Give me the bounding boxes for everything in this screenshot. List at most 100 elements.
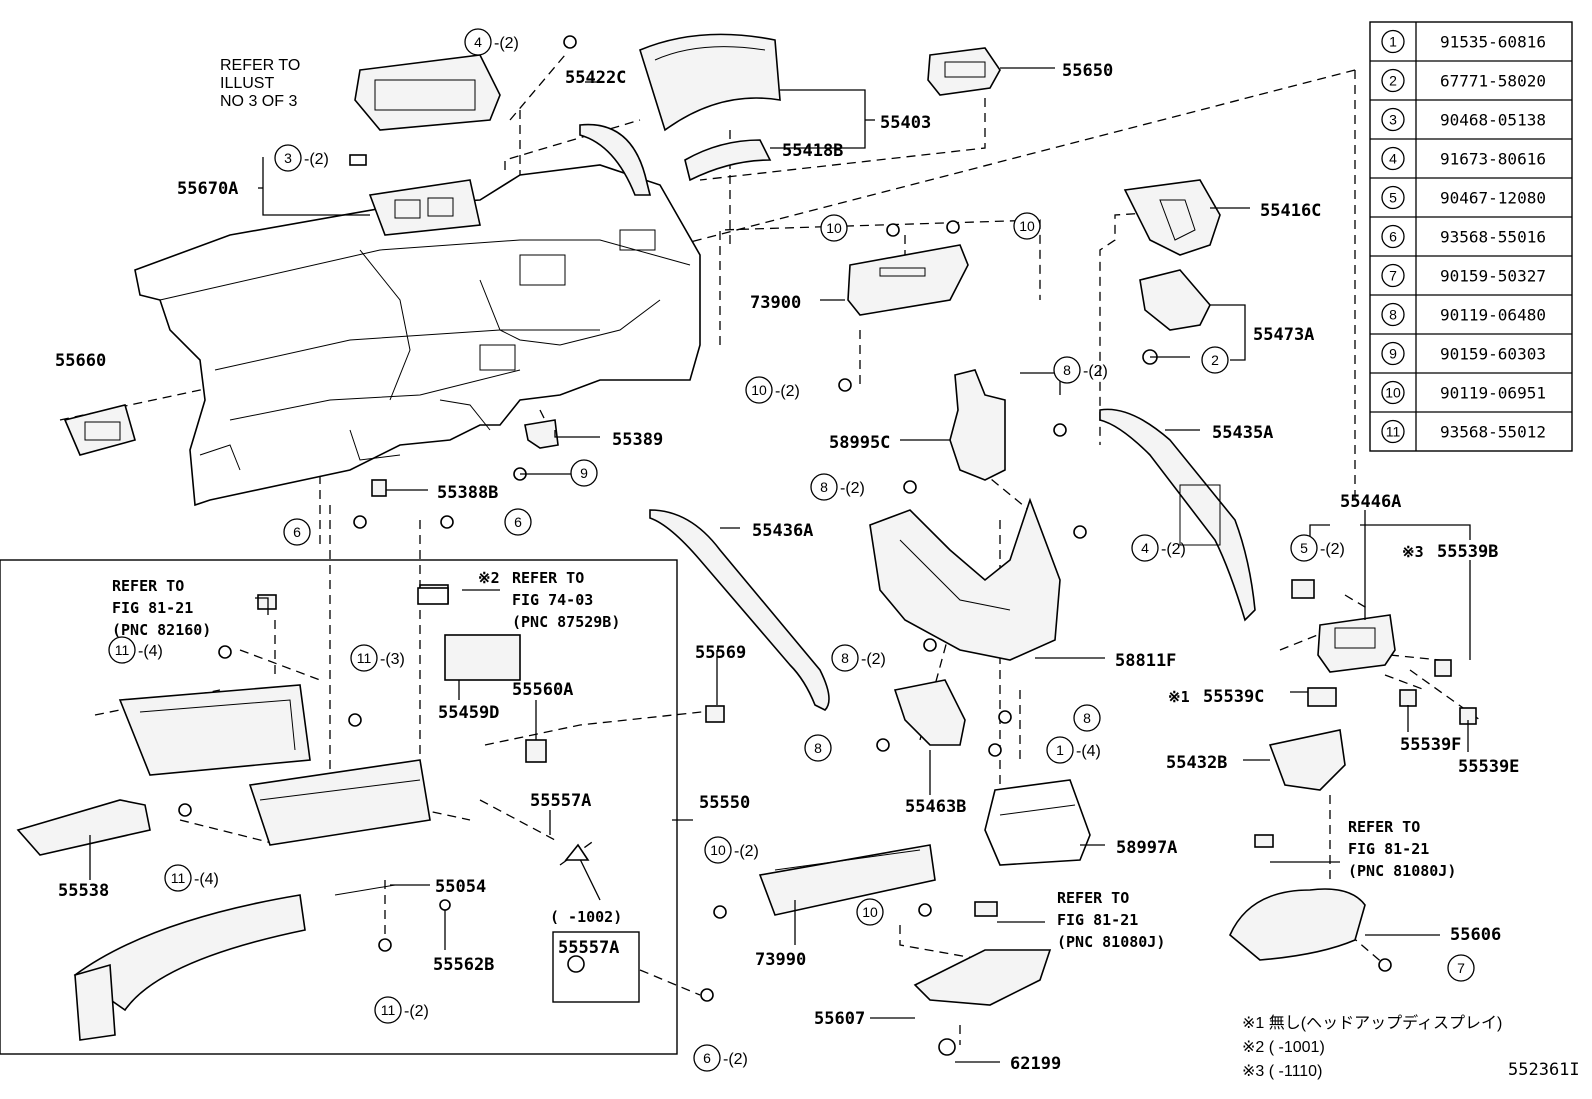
table-ref-number: 8 (1389, 307, 1397, 323)
callout-number: 8 (1063, 362, 1071, 378)
callout-number: 10 (1019, 218, 1035, 234)
note-fig8121b-line3: (PNC 81080J) (1057, 933, 1165, 951)
callout-number: 10 (751, 382, 767, 398)
label-55539B: 55539B (1437, 542, 1498, 562)
note-fig8121c-line2: FIG 81-21 (1348, 840, 1429, 858)
label-55422C: 55422C (565, 68, 626, 88)
label-55539C: 55539C (1203, 687, 1264, 707)
callout-number: 2 (1211, 352, 1219, 368)
table-part-number: 93568-55016 (1440, 228, 1546, 247)
note-fig8121c-line1: REFER TO (1348, 818, 1420, 836)
label-55606: 55606 (1450, 925, 1501, 945)
callout-quantity: -(3) (380, 651, 405, 668)
callout-number: 8 (1083, 710, 1091, 726)
label-58997A: 58997A (1116, 838, 1177, 858)
callout-circle (108, 636, 136, 664)
callout-circle (693, 1044, 721, 1072)
callout-circle (704, 836, 732, 864)
note-illust-line2: ILLUST (220, 75, 274, 92)
callout-number: 11 (171, 870, 186, 886)
callout-number: 1 (1056, 742, 1064, 758)
note-fig8121b-line1: REFER TO (1057, 889, 1129, 907)
callout-quantity: -(2) (723, 1051, 748, 1068)
label-73900: 73900 (750, 293, 801, 313)
label-55054: 55054 (435, 877, 486, 897)
footnotes: ※1 無し(ヘッドアップディスプレイ) ※2 ( -1001) ※3 ( -11… (1242, 1013, 1502, 1080)
note-fig8121c-line3: (PNC 81080J) (1348, 862, 1456, 880)
callout-quantity: -(2) (840, 480, 865, 497)
callout-circle (570, 459, 598, 487)
diagram-id: 552361I (1508, 1060, 1580, 1080)
label-55550: 55550 (699, 793, 750, 813)
callout-quantity: -(2) (1320, 541, 1345, 558)
table-part-number: 90119-06480 (1440, 306, 1546, 325)
callout-circle (374, 996, 402, 1024)
label-55670A: 55670A (177, 179, 238, 199)
callout-quantity: -(2) (775, 383, 800, 400)
label-55459D: 55459D (438, 703, 499, 723)
callout-number: 8 (820, 479, 828, 495)
table-ref-circle (1381, 107, 1405, 132)
label-55650: 55650 (1062, 61, 1113, 81)
label-55403: 55403 (880, 113, 931, 133)
table-ref-number: 6 (1389, 229, 1397, 245)
callout-circle (1053, 356, 1081, 384)
callout-circle (504, 508, 532, 536)
note-fig7403-mark: ※2 (478, 569, 500, 587)
label-55557A-boxed: 55557A (558, 938, 619, 958)
fasteners (178, 35, 1392, 1002)
label-55416C: 55416C (1260, 201, 1321, 221)
note-illust-line1: REFER TO (220, 57, 300, 74)
callout-circle (1201, 346, 1229, 374)
callout-number: 5 (1300, 540, 1308, 556)
label-55436A: 55436A (752, 521, 813, 541)
note-fig8121a-line3: (PNC 82160) (112, 621, 211, 639)
callout-quantity: -(2) (404, 1003, 429, 1020)
label-55539E: 55539E (1458, 757, 1519, 777)
label-55446A: 55446A (1340, 492, 1401, 512)
note-fig8121a-line1: REFER TO (112, 577, 184, 595)
label-55557A: 55557A (530, 791, 591, 811)
callout-quantity: -(4) (1076, 743, 1101, 760)
table-part-number: 90468-05138 (1440, 111, 1546, 130)
callout-circle (745, 376, 773, 404)
table-part-number: 91535-60816 (1440, 33, 1546, 52)
footnote-3: ※3 ( -1110) (1242, 1063, 1322, 1080)
callout-circle (820, 214, 848, 242)
callout-circle (1131, 534, 1159, 562)
reference-notes: REFER TO ILLUST NO 3 OF 3 REFER TO FIG 8… (112, 57, 1456, 951)
callout-number: 4 (474, 34, 482, 50)
table-part-number: 67771-58020 (1440, 72, 1546, 91)
label-55463B: 55463B (905, 797, 966, 817)
note-fig8121b-line2: FIG 81-21 (1057, 911, 1138, 929)
note-fig8121a-line2: FIG 81-21 (112, 599, 193, 617)
callout-number: 3 (284, 150, 292, 166)
table-ref-circle (1381, 185, 1405, 210)
table-ref-circle (1381, 302, 1405, 327)
label-58995C: 58995C (829, 433, 890, 453)
callout-circle (1013, 212, 1041, 240)
label-55389: 55389 (612, 430, 663, 450)
label-55660: 55660 (55, 351, 106, 371)
callout-number: 6 (293, 524, 301, 540)
callout-number: 11 (357, 650, 372, 666)
mark-1: ※1 (1168, 688, 1190, 706)
table-part-number: 93568-55012 (1440, 423, 1546, 442)
table-part-number: 90159-50327 (1440, 267, 1546, 286)
label-58811F: 58811F (1115, 651, 1176, 671)
label-62199: 62199 (1010, 1054, 1061, 1074)
callout-quantity: -(2) (734, 843, 759, 860)
table-ref-number: 11 (1386, 424, 1401, 440)
table-ref-number: 1 (1389, 34, 1397, 50)
label-55539F: 55539F (1400, 735, 1461, 755)
label-55418B: 55418B (782, 141, 843, 161)
note-fig7403-line2: FIG 74-03 (512, 591, 593, 609)
table-ref-circle (1381, 263, 1405, 288)
callout-circle (464, 28, 492, 56)
label-55560A: 55560A (512, 680, 573, 700)
callout-circle (810, 473, 838, 501)
label-55607: 55607 (814, 1009, 865, 1029)
note-illust-line3: NO 3 OF 3 (220, 93, 297, 110)
callout-number: 8 (814, 740, 822, 756)
